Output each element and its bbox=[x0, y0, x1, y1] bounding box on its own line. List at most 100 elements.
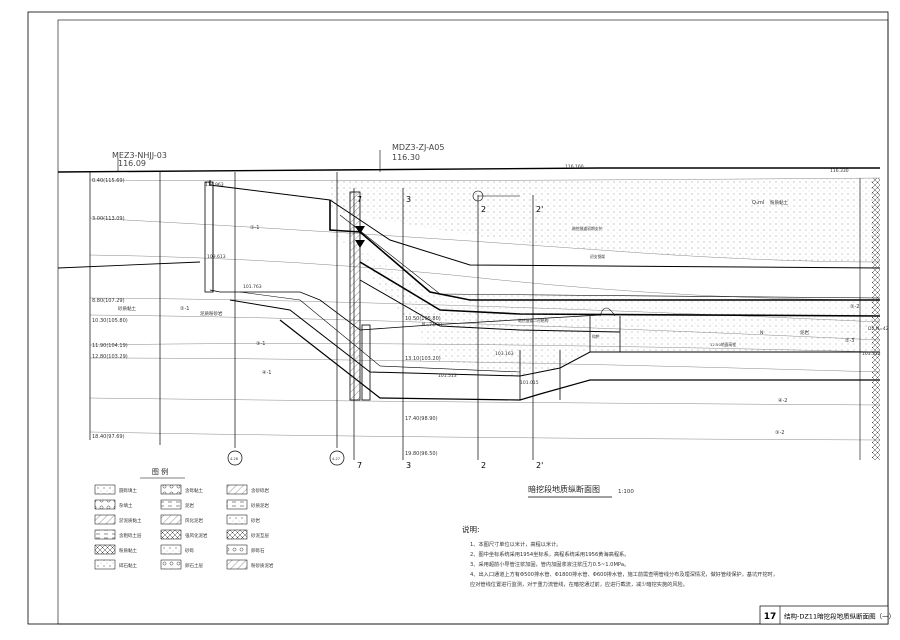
depth-label: 8.80(107.29) bbox=[92, 298, 125, 304]
legend-label: 粉质黏土 bbox=[119, 547, 137, 554]
stratum-code: ①-1 bbox=[250, 225, 259, 231]
legend-label: 含砾黏土 bbox=[185, 487, 203, 494]
legend-swatch bbox=[94, 559, 116, 570]
depth-label: 17.40(98.90) bbox=[405, 416, 438, 422]
layer-note: 砂质黏土 bbox=[118, 305, 136, 312]
depth-label: 3.00(113.09) bbox=[92, 216, 125, 222]
legend-swatch bbox=[94, 514, 116, 525]
legend-label: 砂泥互层 bbox=[251, 532, 269, 539]
design-note: 12.50地面高程 bbox=[710, 342, 736, 347]
right-hatch bbox=[872, 178, 880, 460]
layer-note: 泥质粉砂岩 bbox=[200, 310, 223, 317]
layer-note: 粉质黏土 bbox=[770, 199, 788, 206]
layer-note: N bbox=[760, 330, 763, 336]
legend-swatch bbox=[226, 499, 248, 510]
legend-swatch bbox=[160, 559, 182, 570]
layer-note: N=74.00 bbox=[422, 322, 442, 328]
legend-label: 泥岩 bbox=[185, 502, 194, 509]
legend-swatch bbox=[160, 529, 182, 540]
legend-swatch bbox=[94, 484, 116, 495]
elevation-label: 109.613 bbox=[207, 254, 226, 260]
stratum-code: ②-2 bbox=[850, 304, 859, 310]
design-note: 初支钢架 bbox=[590, 254, 605, 259]
legend-swatch bbox=[226, 514, 248, 525]
axis-mark: 4-27 bbox=[332, 457, 340, 461]
legend-swatch bbox=[94, 544, 116, 555]
borehole-lines bbox=[89, 172, 338, 448]
legend-swatch bbox=[94, 499, 116, 510]
legend-swatch bbox=[226, 484, 248, 495]
section-mark-top: 2' bbox=[536, 205, 543, 214]
depth-label: 11.90(104.19) bbox=[92, 343, 128, 349]
shaft-wall bbox=[204, 181, 371, 401]
axis-bubble-1 bbox=[227, 450, 243, 466]
note-line: 1、本图尺寸单位以米计，高程以米计。 bbox=[470, 540, 562, 548]
stratum-code: ④-1 bbox=[262, 370, 271, 376]
depth-label: 13.10(103.20) bbox=[405, 356, 441, 362]
elevation-label: 101.763 bbox=[243, 284, 262, 290]
depth-label: 10.50(105.80) bbox=[405, 316, 441, 322]
sheet-title: 结构-DZ11暗挖段地质纵断面图（一） bbox=[784, 612, 895, 621]
stratum-code: ③-2 bbox=[775, 430, 784, 436]
depth-label: 18.40(97.69) bbox=[92, 434, 125, 440]
stratum-code: ④-2 bbox=[778, 398, 787, 404]
section-lines bbox=[353, 188, 534, 460]
note-line: 4、出入口通道上方有Φ500排水管、Φ1800排水管、Φ600排水管，施工前需查… bbox=[470, 570, 778, 578]
ground-line bbox=[57, 167, 880, 173]
drawing-title: 暗挖段地质纵断面图 bbox=[528, 484, 600, 494]
section-mark-bottom: 7 bbox=[357, 461, 362, 470]
legend-label: 碎石黏土 bbox=[119, 562, 137, 569]
legend-label: 含粗砾土层 bbox=[119, 532, 142, 539]
legend-label: 杂填土 bbox=[119, 502, 133, 509]
layer-note: 泥岩 bbox=[800, 329, 809, 336]
legend-label: 卵砾石 bbox=[251, 547, 265, 554]
legend-label: 强风化泥岩 bbox=[185, 532, 208, 539]
elevation-label: 103.163 bbox=[495, 351, 514, 357]
legend-swatch bbox=[226, 559, 248, 570]
legend-label: 淤泥质黏土 bbox=[119, 517, 142, 524]
note-line: 应对管线位置进行监测，对于重力流管线，在暗挖通过前，应进行截流，减少暗挖实施的风… bbox=[470, 580, 688, 588]
elevation-label: 116.160 bbox=[565, 164, 584, 170]
borehole-elevation: 116.30 bbox=[392, 153, 420, 162]
elevation-label: 114.963 bbox=[205, 182, 224, 188]
layer-note: D2 N=42 bbox=[868, 326, 889, 332]
water-level-icon bbox=[355, 226, 365, 234]
axis-bubble-2 bbox=[329, 450, 345, 466]
legend-label: 砂质泥岩 bbox=[251, 502, 269, 509]
legend-label: 砂砾 bbox=[185, 547, 194, 554]
stratum-code: ②-3 bbox=[845, 338, 854, 344]
legend-label: 砂岩 bbox=[251, 517, 260, 524]
depth-label: 12.80(103.29) bbox=[92, 354, 128, 360]
fill-soil-zone bbox=[330, 178, 880, 262]
section-mark-top: 7 bbox=[357, 195, 362, 204]
stratum-code: Q₄ml bbox=[752, 200, 764, 206]
scale: 1:100 bbox=[618, 489, 634, 495]
legend-swatch bbox=[160, 544, 182, 555]
section-mark-bottom: 3 bbox=[406, 461, 411, 470]
elevation-label: 103.332 bbox=[862, 351, 881, 357]
shaft-wall-fill bbox=[350, 192, 360, 400]
legend: 圆砾填土杂填土淤泥质黏土含粗砾土层粉质黏土碎石黏土含砾黏土泥岩风化泥岩强风化泥岩… bbox=[94, 484, 274, 570]
design-note: 仰拱 bbox=[592, 334, 600, 339]
inner-border bbox=[57, 19, 889, 625]
note-line: 3、采用超前小导管注浆加固，管内加固浆液注浆压力0.5~1.0MPa。 bbox=[470, 560, 629, 568]
legend-swatch bbox=[94, 529, 116, 540]
elevation-label: 101.513 bbox=[438, 373, 457, 379]
borehole-elevation: 116.09 bbox=[118, 159, 146, 168]
legend-label: 粉砂质泥岩 bbox=[251, 562, 274, 569]
legend-label: 风化泥岩 bbox=[185, 517, 203, 524]
water-line bbox=[57, 261, 201, 269]
depth-label: 19.80(96.50) bbox=[405, 451, 438, 457]
water-level-icon bbox=[355, 240, 365, 248]
pipe-marker bbox=[472, 190, 520, 202]
legend-label: 卵石土层 bbox=[185, 562, 203, 569]
legend-swatch bbox=[226, 544, 248, 555]
stratum-code: ③-1 bbox=[256, 341, 265, 347]
depth-label: 10.30(105.80) bbox=[92, 318, 128, 324]
design-note: 暗挖隧道初期支护 bbox=[572, 226, 603, 231]
borehole-id: MDZ3-ZJ-A05 bbox=[392, 143, 444, 152]
legend-label: 含砂砾岩 bbox=[251, 487, 269, 494]
legend-swatch bbox=[160, 514, 182, 525]
